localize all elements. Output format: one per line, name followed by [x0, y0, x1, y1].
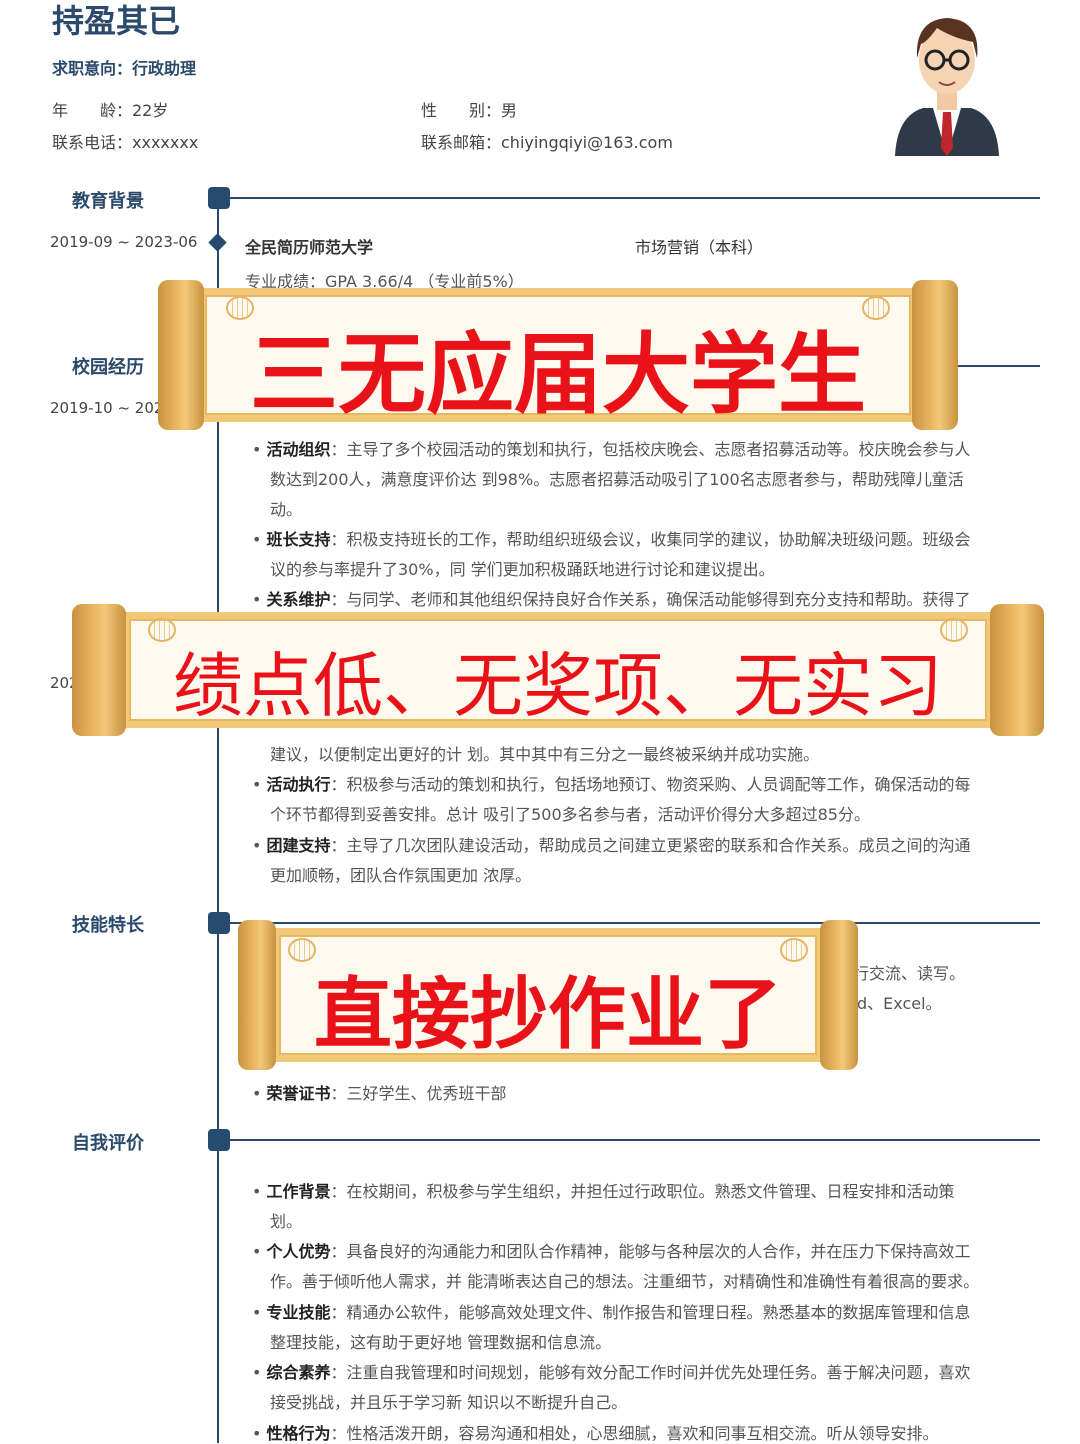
scroll-roller — [820, 920, 858, 1070]
school: 全民简历师范大学 — [245, 238, 374, 257]
lantern-icon — [288, 938, 316, 962]
scroll-banner-1: 三无应届大学生 — [158, 280, 958, 430]
self-item-cont: 作。善于倾听他人需求，并 能清晰表达自己的想法。注重细节，对精确性和准确性有着很… — [270, 1272, 980, 1291]
self-item: • 工作背景：在校期间，积极参与学生组织，并担任过行政职位。熟悉文件管理、日程安… — [252, 1182, 955, 1201]
self-item-cont: 划。 — [270, 1212, 303, 1231]
age: 年 龄：22岁 — [52, 101, 169, 120]
timeline — [217, 198, 219, 1443]
lantern-icon — [226, 296, 254, 320]
campus-item: • 关系维护：与同学、老师和其他组织保持良好合作关系，确保活动能够得到充分支持和… — [252, 590, 971, 609]
section-divider — [228, 197, 1040, 199]
gpa: 专业成绩：GPA 3.66/4 （专业前5%） — [245, 272, 524, 291]
self-item: • 专业技能：精通办公软件，能够高效处理文件、制作报告和管理日程。熟悉基本的数据… — [252, 1303, 971, 1322]
phone: 联系电话：xxxxxxx — [52, 133, 199, 152]
job-intent: 求职意向：行政助理 — [52, 59, 197, 78]
campus-item-cont: 建议，以便制定出更好的计 划。其中其中有三分之一最终被采纳并成功实施。 — [270, 745, 820, 764]
scroll-banner-3: 直接抄作业了 — [238, 920, 858, 1070]
section-marker — [208, 912, 230, 934]
scroll-banner-2: 绩点低、无奖项、无实习 — [72, 604, 1044, 736]
lantern-icon — [862, 296, 890, 320]
skill-fragment: d、Excel。 — [857, 994, 942, 1013]
scroll-roller — [238, 920, 276, 1070]
resume-name: 持盈其已 — [52, 2, 181, 40]
gender: 性 别：男 — [421, 101, 518, 120]
campus-item-cont: 个环节都得到妥善安排。总计 吸引了500多名参与者，活动评价得分大多超过85分。 — [270, 805, 870, 824]
section-marker — [208, 187, 230, 209]
email: 联系邮箱：chiyingqiyi@163.com — [421, 133, 673, 152]
banner-text: 绩点低、无奖项、无实习 — [173, 645, 943, 727]
scroll-roller — [158, 280, 204, 430]
internship-date: 202 — [50, 674, 79, 692]
lantern-icon — [780, 938, 808, 962]
lantern-icon — [940, 618, 968, 642]
banner-text: 三无应届大学生 — [249, 323, 866, 426]
self-item: • 性格行为：性格活泼开朗，容易沟通和相处，心思细腻，喜欢和同事互相交流。听从领… — [252, 1424, 939, 1443]
campus-item-cont: 议的参与率提升了30%，同 学们更加积极踊跃地进行讨论和建议提出。 — [270, 560, 775, 579]
banner-text: 直接抄作业了 — [313, 970, 782, 1060]
education-date: 2019-09 ~ 2023-06 — [50, 233, 198, 251]
self-item-cont: 接受挑战，并且乐于学习新 知识以不断提升自己。 — [270, 1393, 628, 1412]
campus-item-cont: 动。 — [270, 500, 303, 519]
campus-date: 2019-10 ~ 202 — [50, 399, 164, 417]
major: 市场营销（本科） — [635, 238, 764, 257]
honor-item: • 荣誉证书：三好学生、优秀班干部 — [252, 1084, 507, 1103]
skill-fragment: 行交流、读写。 — [853, 964, 966, 983]
campus-item-cont: 更加顺畅，团队合作氛围更加 浓厚。 — [270, 866, 532, 885]
section-divider — [228, 1139, 1040, 1141]
self-item: • 个人优势：具备良好的沟通能力和团队合作精神，能够与各种层次的人合作，并在压力… — [252, 1242, 971, 1261]
lantern-icon — [148, 618, 176, 642]
scroll-roller — [990, 604, 1044, 736]
timeline-node — [208, 233, 227, 252]
section-campus: 校园经历 — [72, 357, 144, 378]
self-item-cont: 整理技能，这有助于更好地 管理数据和信息流。 — [270, 1333, 612, 1352]
campus-item: • 活动组织：主导了多个校园活动的策划和执行，包括校庆晚会、志愿者招募活动等。校… — [252, 440, 971, 459]
section-divider — [228, 922, 1040, 924]
campus-item: • 活动执行：积极参与活动的策划和执行，包括场地预订、物资采购、人员调配等工作，… — [252, 775, 971, 794]
campus-item-cont: 数达到200人，满意度评价达 到98%。志愿者招募活动吸引了100名志愿者参与，… — [270, 470, 964, 489]
campus-item: • 团建支持：主导了几次团队建设活动，帮助成员之间建立更紧密的联系和合作关系。成… — [252, 836, 971, 855]
self-item: • 综合素养：注重自我管理和时间规划，能够有效分配工作时间并优先处理任务。善于解… — [252, 1363, 971, 1382]
section-skills: 技能特长 — [72, 915, 144, 936]
section-marker — [208, 1129, 230, 1151]
campus-item: • 班长支持：积极支持班长的工作，帮助组织班级会议，收集同学的建议，协助解决班级… — [252, 530, 971, 549]
scroll-roller — [72, 604, 126, 736]
scroll-roller — [912, 280, 958, 430]
avatar — [895, 18, 999, 156]
section-self: 自我评价 — [72, 1133, 144, 1154]
section-education: 教育背景 — [72, 191, 144, 212]
